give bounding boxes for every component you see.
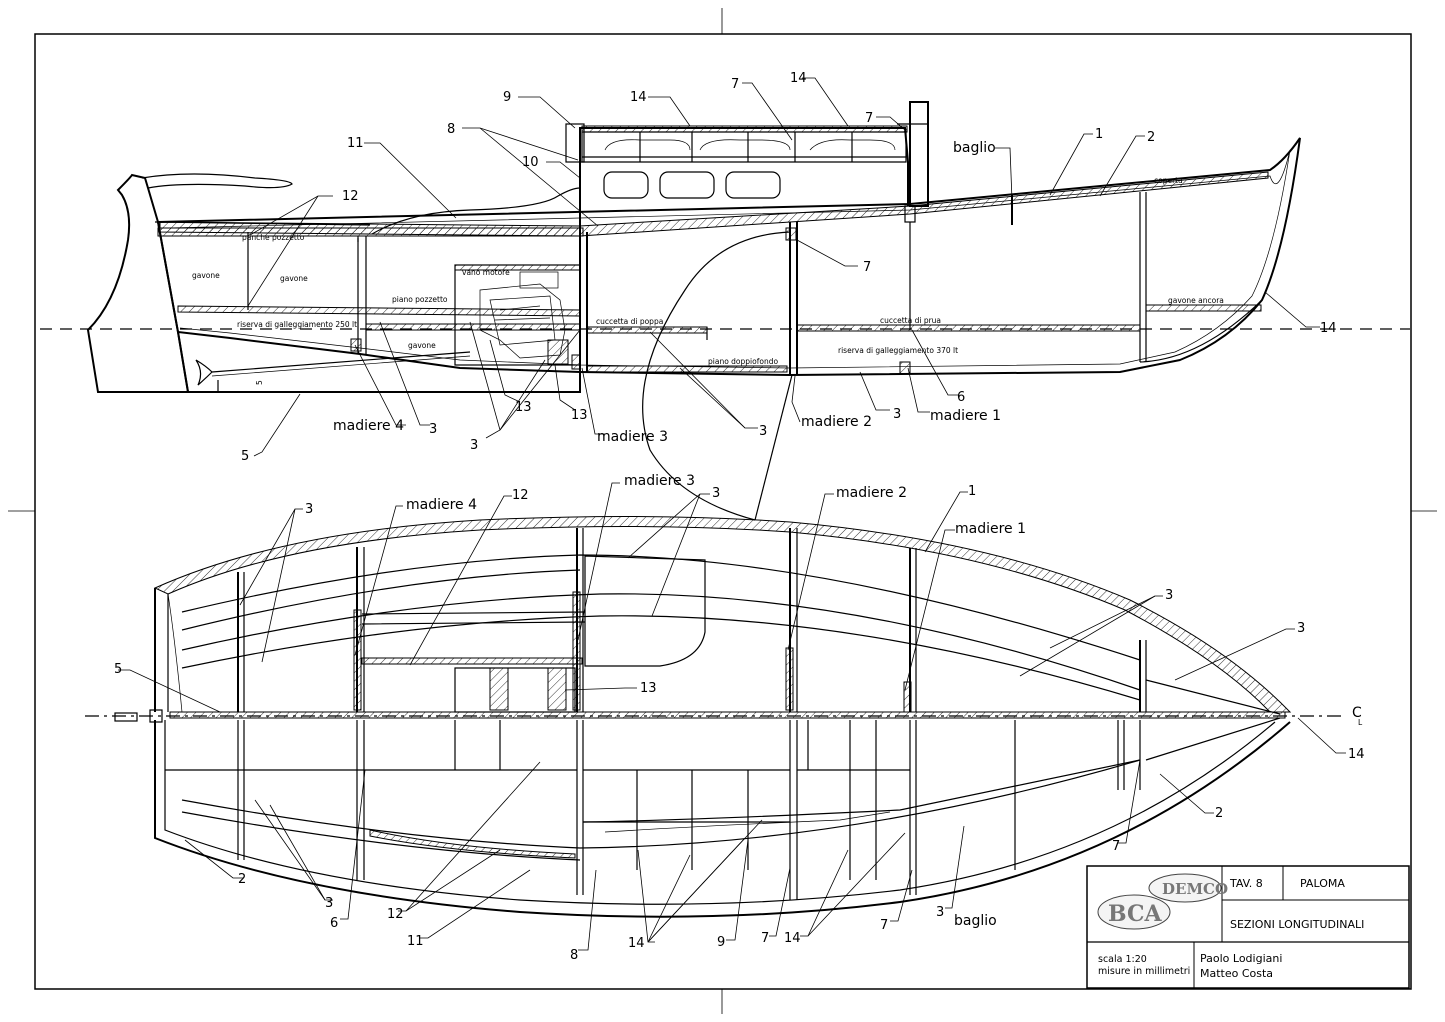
plan-callout-3c: 3 — [1165, 588, 1173, 603]
callout-3d: 3 — [429, 422, 437, 437]
label-coperta: coperta — [1154, 176, 1183, 185]
plan-callout-14a: 14 — [1348, 747, 1365, 762]
drawing-title: SEZIONI LONGITUDINALI — [1230, 918, 1364, 931]
callout-9: 9 — [503, 90, 511, 105]
plan-callout-7b: 7 — [761, 931, 769, 946]
plan-callout-1: 1 — [968, 484, 976, 499]
label-piano-doppiofondo: piano doppiofondo — [708, 357, 778, 366]
callout-madiere-3: madiere 3 — [597, 429, 668, 445]
callout-8: 8 — [447, 122, 455, 137]
units-text: misure in millimetri — [1098, 966, 1190, 977]
hull-profile — [156, 137, 1301, 377]
plan-callout-14c: 14 — [784, 931, 801, 946]
hull-plan-upper — [153, 515, 1292, 713]
bca-demco-logo: DEMCO BCA — [1097, 873, 1228, 930]
plan-callout-3f: 3 — [936, 905, 944, 920]
plan-callout-5: 5 — [114, 662, 122, 677]
plan-callout-7a: 7 — [1112, 839, 1120, 854]
plan-callout-12b: 12 — [387, 907, 404, 922]
callout-3b: 3 — [759, 424, 767, 439]
label-gavone-2: gavone — [280, 274, 308, 283]
author-1: Paolo Lodigiani — [1200, 952, 1282, 965]
callout-14a: 14 — [630, 90, 647, 105]
scale-text: scala 1:20 — [1098, 954, 1147, 965]
label-gavone-3: gavone — [408, 341, 436, 350]
logo-bca-text: BCA — [1108, 901, 1163, 927]
plan-callout-3a: 3 — [305, 502, 313, 517]
callout-madiere-4: madiere 4 — [333, 418, 404, 434]
plan-callout-baglio: baglio — [954, 913, 997, 929]
plan-callout-3e: 3 — [325, 896, 333, 911]
plan-callout-7c: 7 — [880, 918, 888, 933]
label-gavone-ancora: gavone ancora — [1168, 296, 1224, 305]
label-cuccetta-prua: cuccetta di prua — [880, 316, 941, 325]
plan-callout-8: 8 — [570, 948, 578, 963]
callout-12: 12 — [342, 189, 359, 204]
cabin — [565, 101, 929, 330]
plan-callout-madiere-4: madiere 4 — [406, 497, 477, 513]
plan-callout-9: 9 — [717, 935, 725, 950]
sheet-frame — [8, 8, 1437, 1014]
plan-callout-cl: C — [1352, 705, 1362, 721]
logo-demco-text: DEMCO — [1162, 880, 1228, 898]
callout-7a: 7 — [731, 77, 739, 92]
plan-callout-madiere-2: madiere 2 — [836, 485, 907, 501]
plan-callout-12a: 12 — [512, 488, 529, 503]
profile-view: panche pozzetto gavone gavone piano pozz… — [40, 71, 1410, 521]
callout-3a: 3 — [893, 407, 901, 422]
callout-madiere-1: madiere 1 — [930, 408, 1001, 424]
plan-callout-3d: 3 — [1297, 621, 1305, 636]
label-vano-motore: vano motore — [462, 268, 510, 277]
author-2: Matteo Costa — [1200, 967, 1273, 980]
label-panche-pozzetto: panche pozzetto — [242, 233, 305, 242]
label-riserva-250: riserva di galleggiamento 250 lt — [237, 320, 357, 329]
plan-callout-6: 6 — [330, 916, 338, 931]
label-gavone-1: gavone — [192, 271, 220, 280]
boat-name: PALOMA — [1300, 877, 1345, 890]
callout-1: 1 — [1095, 127, 1103, 142]
callout-14c: 14 — [1320, 321, 1337, 336]
keel — [177, 331, 581, 393]
plan-callout-cl-sub: L — [1358, 718, 1363, 727]
companionway-arc — [642, 231, 791, 521]
plan-callout-2a: 2 — [1215, 806, 1223, 821]
callout-13a: 13 — [571, 408, 588, 423]
callout-13b: 13 — [515, 400, 532, 415]
plan-callout-14b: 14 — [628, 936, 645, 951]
callout-baglio: baglio — [953, 140, 996, 156]
plan-callout-madiere-3: madiere 3 — [624, 473, 695, 489]
bulkheads — [247, 192, 1147, 375]
callout-2: 2 — [1147, 130, 1155, 145]
plan-callout-2b: 2 — [238, 872, 246, 887]
callout-3c: 3 — [470, 438, 478, 453]
callout-7c: 7 — [863, 260, 871, 275]
hull-plan-lower — [154, 720, 1291, 918]
callout-5: 5 — [241, 449, 249, 464]
label-riserva-370: riserva di galleggiamento 370 lt — [838, 346, 958, 355]
sheet-number: TAV. 8 — [1229, 877, 1263, 890]
callout-7b: 7 — [865, 111, 873, 126]
label-cuccetta-poppa: cuccetta di poppa — [596, 317, 663, 326]
callout-madiere-2: madiere 2 — [801, 414, 872, 430]
label-dim-5: 5 — [255, 380, 264, 385]
plan-callout-3b: 3 — [712, 486, 720, 501]
callout-14b: 14 — [790, 71, 807, 86]
callout-11: 11 — [347, 136, 364, 151]
plan-callout-madiere-1: madiere 1 — [955, 521, 1026, 537]
label-piano-pozzetto: piano pozzetto — [392, 295, 448, 304]
callout-6: 6 — [957, 390, 965, 405]
plan-callout-13: 13 — [640, 681, 657, 696]
title-block: DEMCO BCA TAV. 8 PALOMA SEZIONI LONGITUD… — [1086, 865, 1410, 989]
plan-view: 3 madiere 4 12 madiere 3 3 madiere 2 1 m… — [85, 473, 1365, 963]
callout-10: 10 — [522, 155, 539, 170]
transom — [86, 173, 190, 393]
plan-callout-11: 11 — [407, 934, 424, 949]
